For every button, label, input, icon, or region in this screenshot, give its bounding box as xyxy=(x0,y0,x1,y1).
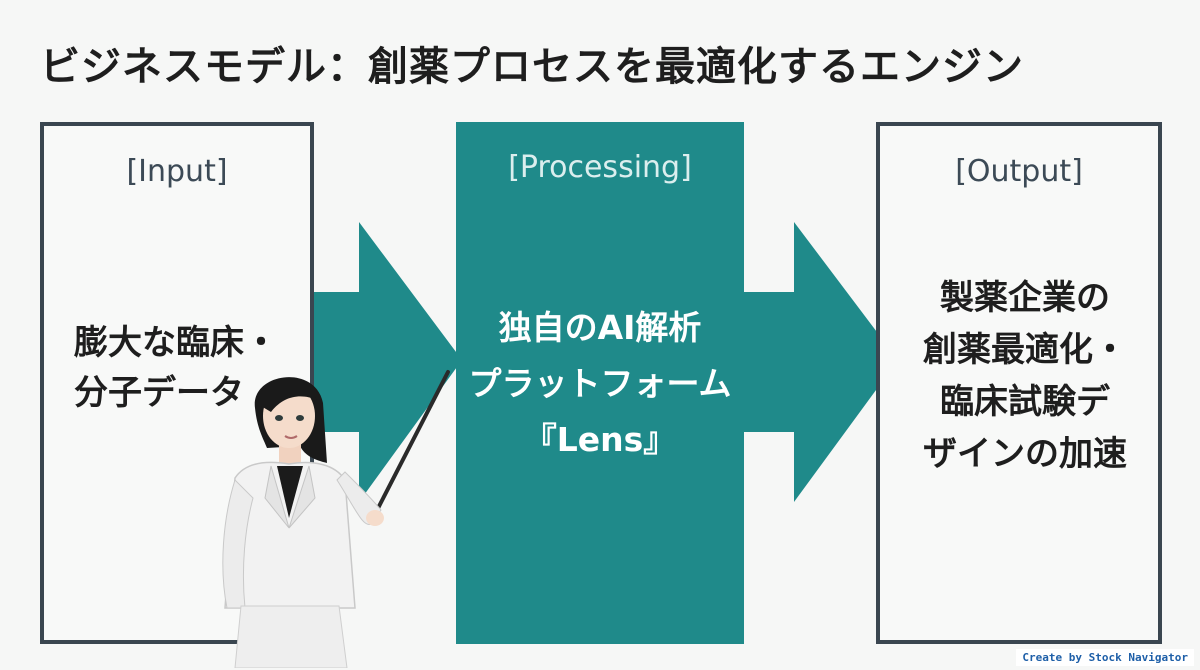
processing-line: 独自のAI解析 xyxy=(498,308,702,347)
presenter-woman-with-pointer-icon xyxy=(222,370,450,668)
output-line: ザインの加速 xyxy=(923,434,1127,474)
processing-header: [Processing] xyxy=(508,150,692,185)
input-description: 膨大な臨床・ 分子データ xyxy=(74,318,278,418)
input-header: [Input] xyxy=(126,154,228,189)
processing-box: [Processing] xyxy=(456,122,744,644)
page-title: ビジネスモデル：創薬プロセスを最適化するエンジン xyxy=(40,44,1024,90)
output-line: 製薬企業の xyxy=(940,278,1110,318)
output-header: [Output] xyxy=(955,154,1083,189)
processing-line: 『Lens』 xyxy=(523,420,677,459)
credit-badge: Create by Stock Navigator xyxy=(1016,649,1194,666)
processing-description: 独自のAI解析 プラットフォーム 『Lens』 xyxy=(456,300,744,468)
arrow-processing-to-output-icon xyxy=(744,222,898,502)
output-line: 創薬最適化・ xyxy=(923,330,1127,370)
output-box: [Output] xyxy=(876,122,1162,644)
arrow-input-to-processing-icon xyxy=(314,222,462,502)
input-line: 膨大な臨床・ xyxy=(74,323,278,363)
output-description: 製薬企業の 創薬最適化・ 臨床試験デ ザインの加速 xyxy=(900,272,1150,480)
processing-line: プラットフォーム xyxy=(468,364,732,403)
input-line: 分子データ xyxy=(74,373,244,413)
output-line: 臨床試験デ xyxy=(940,382,1110,422)
